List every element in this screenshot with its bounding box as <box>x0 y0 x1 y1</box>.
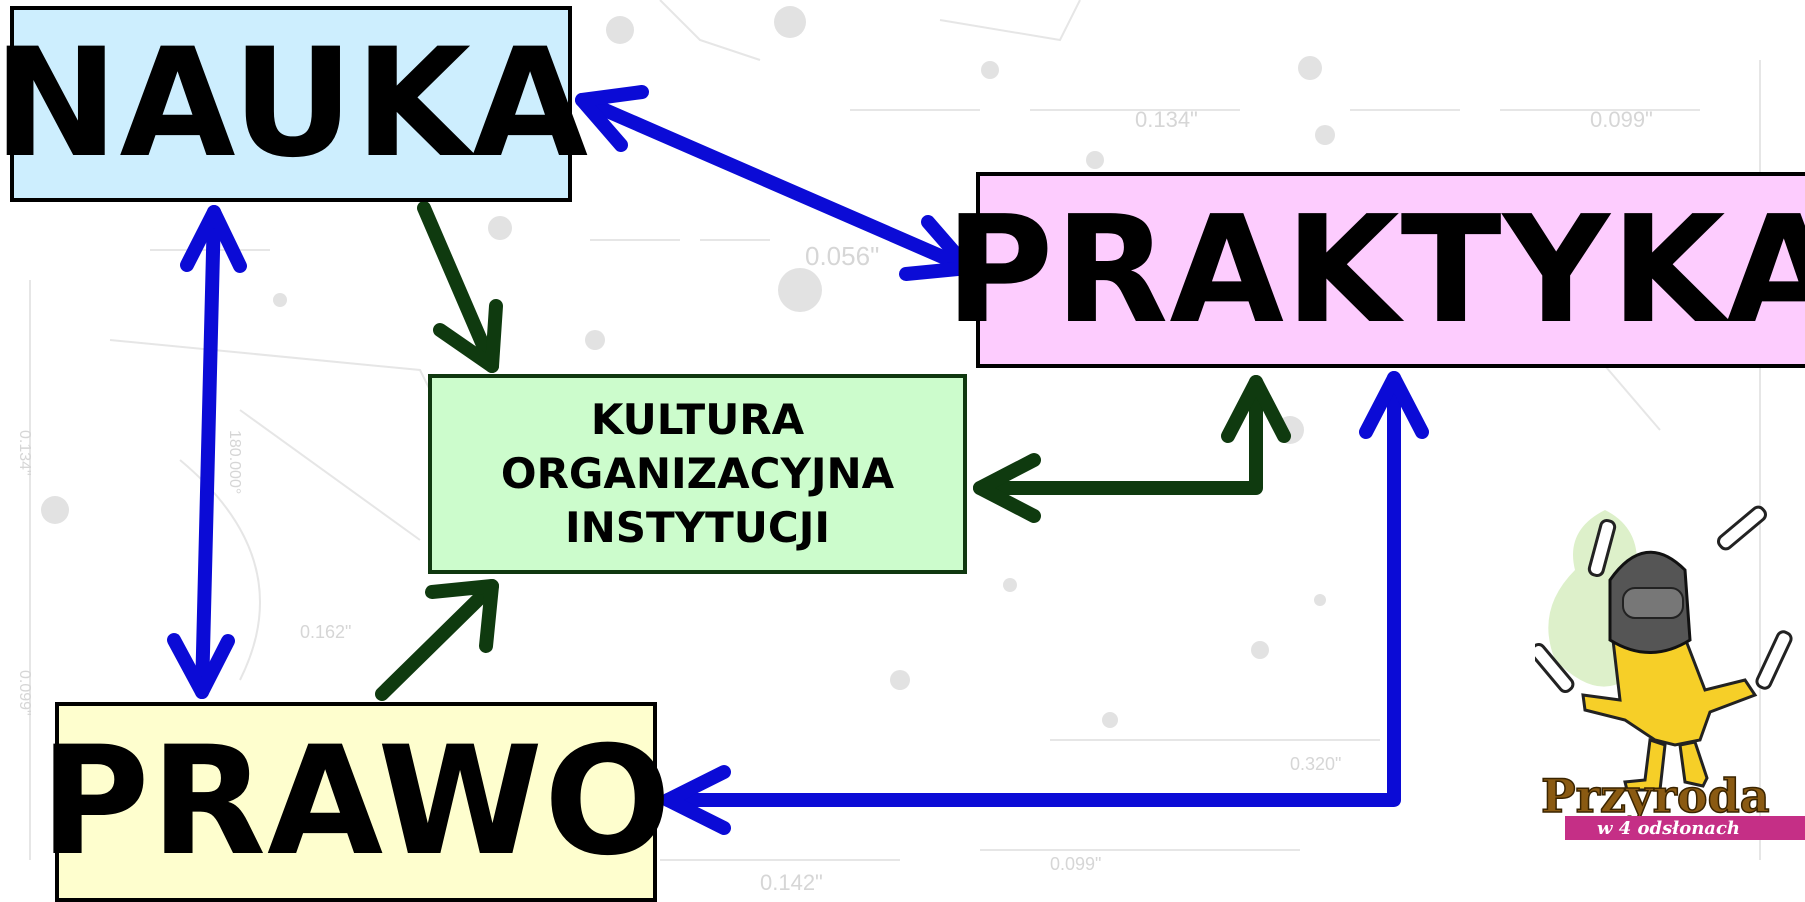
prawo-box: PRAWO <box>40 702 671 902</box>
logo-ribbon <box>1565 816 1805 840</box>
arrow-prawo-kultura <box>375 579 499 701</box>
dim-label: 0.134" <box>16 430 33 476</box>
dim-label: 0.056" <box>805 241 879 271</box>
logo-subtitle: w 4 odsłonach <box>1597 818 1740 839</box>
logo-title: Przyroda <box>1541 769 1770 823</box>
kultura-box: KULTURA ORGANIZACYJNA INSTYTUCJI <box>428 374 967 574</box>
dim-label: 0.320" <box>1290 754 1341 774</box>
arrow-nauka-kultura <box>417 201 503 373</box>
kultura-label-line-1: KULTURA <box>590 395 805 445</box>
arrow-kultura-praktyka <box>973 375 1291 523</box>
praktyka-box: PRAKTYKA <box>945 172 1805 368</box>
przyroda-logo: Przyroda w 4 odsłonach <box>1535 505 1805 840</box>
arrow-prawo-praktyka <box>661 371 1429 835</box>
prawo-label: PRAWO <box>39 715 673 889</box>
test-tube-icon <box>1535 505 1793 693</box>
dim-label: 0.134" <box>1135 107 1198 132</box>
dim-label: 0.099" <box>1590 107 1653 132</box>
praktyka-label: PRAKTYKA <box>945 184 1805 356</box>
nauka-label: NAUKA <box>0 17 590 191</box>
dim-label: 0.099" <box>1050 854 1101 874</box>
arrow-nauka-praktyka <box>575 85 975 281</box>
arrow-nauka-prawo <box>167 205 247 699</box>
dim-label: 0.162" <box>300 622 351 642</box>
dim-label: 0.142" <box>760 870 823 895</box>
kultura-label-line-2: ORGANIZACYJNA <box>500 449 895 499</box>
nauka-box: NAUKA <box>0 6 588 202</box>
dim-label: 0.099" <box>16 670 33 716</box>
kultura-label-line-3: INSTYTUCJI <box>565 502 830 552</box>
dim-label: 180.000° <box>226 430 243 494</box>
